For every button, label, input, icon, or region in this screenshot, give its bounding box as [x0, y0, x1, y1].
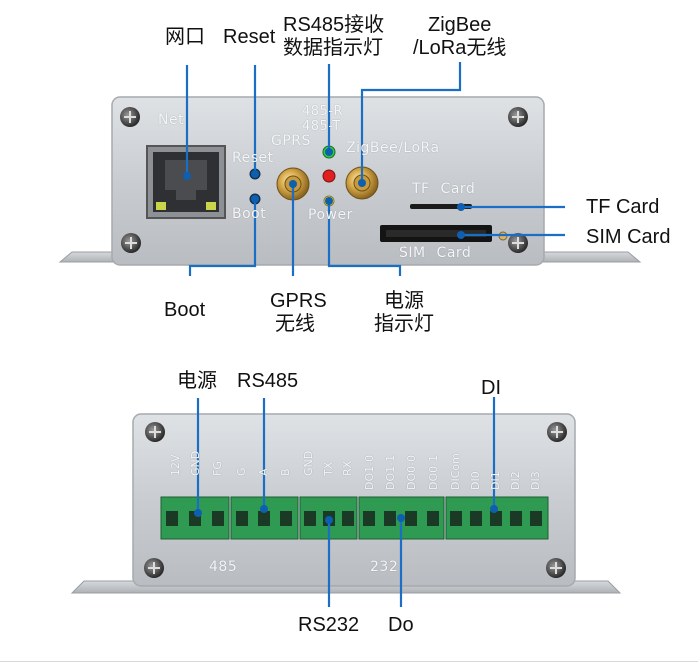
screw-icon [546, 558, 566, 578]
pin-label: G [235, 467, 248, 476]
callout-boot: Boot [164, 299, 206, 321]
screw-icon [508, 107, 528, 127]
top-device [58, 96, 642, 266]
pin-label: RX [341, 460, 354, 476]
terminal-block-di [445, 496, 549, 540]
bottom-device [70, 413, 622, 594]
pin-label: DO1-1 [384, 454, 397, 490]
terminal-block-power [160, 496, 230, 540]
callout-gprs-line2: 无线 [275, 313, 315, 335]
panel-485r-label: 485-R [302, 104, 344, 119]
tf-card-slot-icon [410, 204, 472, 209]
pin-label: A [257, 468, 270, 476]
callout-gprs-line1: GPRS [270, 290, 327, 312]
pin-label: DICom [449, 453, 462, 490]
callout-zigbee-line2: /LoRa无线 [413, 37, 507, 59]
screw-icon [547, 422, 567, 442]
screw-icon [121, 233, 141, 253]
pin-label: B [279, 468, 292, 476]
panel-reset-label: Reset [232, 150, 274, 166]
callout-rs485-led-line2: 数据指示灯 [283, 37, 383, 59]
screw-icon [508, 233, 528, 253]
panel-boot-label: Boot [232, 206, 267, 222]
callout-rs232: RS232 [298, 614, 360, 636]
pin-label: FG [211, 461, 224, 476]
panel-tf-card-label: TF Card [412, 181, 476, 197]
callout-do: Do [388, 614, 414, 636]
pin-label: TX [322, 461, 335, 476]
callout-reset: Reset [223, 26, 276, 48]
pin-label: DI2 [509, 471, 522, 490]
callout-rs485-led-line1: RS485接收 [283, 14, 385, 36]
bottom-divider [0, 661, 698, 662]
callout-power-line1: 电源 [384, 290, 424, 312]
panel-485t-label: 485-T [302, 119, 341, 134]
screw-icon [145, 422, 165, 442]
panel-zigbee-lora-label: ZigBee/LoRa [346, 140, 440, 156]
callout-power: 电源 [177, 370, 217, 392]
pin-label: GND [302, 450, 315, 476]
callout-lines [185, 62, 565, 607]
callout-rs485: RS485 [237, 370, 299, 392]
panel-power-label: Power [308, 207, 353, 223]
panel-sim-card-label: SIM Card [399, 245, 472, 261]
sim-card-slot-icon [380, 225, 492, 242]
callout-power-line2: 指示灯 [374, 313, 434, 335]
pin-label: 12V [169, 454, 182, 476]
panel-net-label: Net [158, 112, 185, 128]
callout-di: DI [481, 377, 501, 399]
callout-sim-card: SIM Card [586, 226, 671, 248]
panel-485-label: 485 [209, 559, 238, 575]
callout-dots [183, 148, 498, 524]
pin-label: DO0-1 [427, 454, 440, 490]
panel-232-label: 232 [370, 559, 399, 575]
pin-label: DI3 [529, 471, 542, 490]
rs485-tx-led-icon [322, 169, 336, 183]
callout-tf-card: TF Card [586, 196, 660, 218]
pin-label: DI1 [489, 471, 502, 490]
callout-net-port: 网口 [165, 26, 205, 48]
pin-label: GND [189, 450, 202, 476]
screw-icon [144, 558, 164, 578]
callout-zigbee-line1: ZigBee [428, 14, 492, 36]
screw-icon [120, 107, 140, 127]
pin-label: DO0-0 [405, 454, 418, 490]
pin-label: DI0 [469, 471, 482, 490]
pin-label: DO1-0 [363, 454, 376, 490]
panel-gprs-label: GPRS [271, 133, 311, 149]
